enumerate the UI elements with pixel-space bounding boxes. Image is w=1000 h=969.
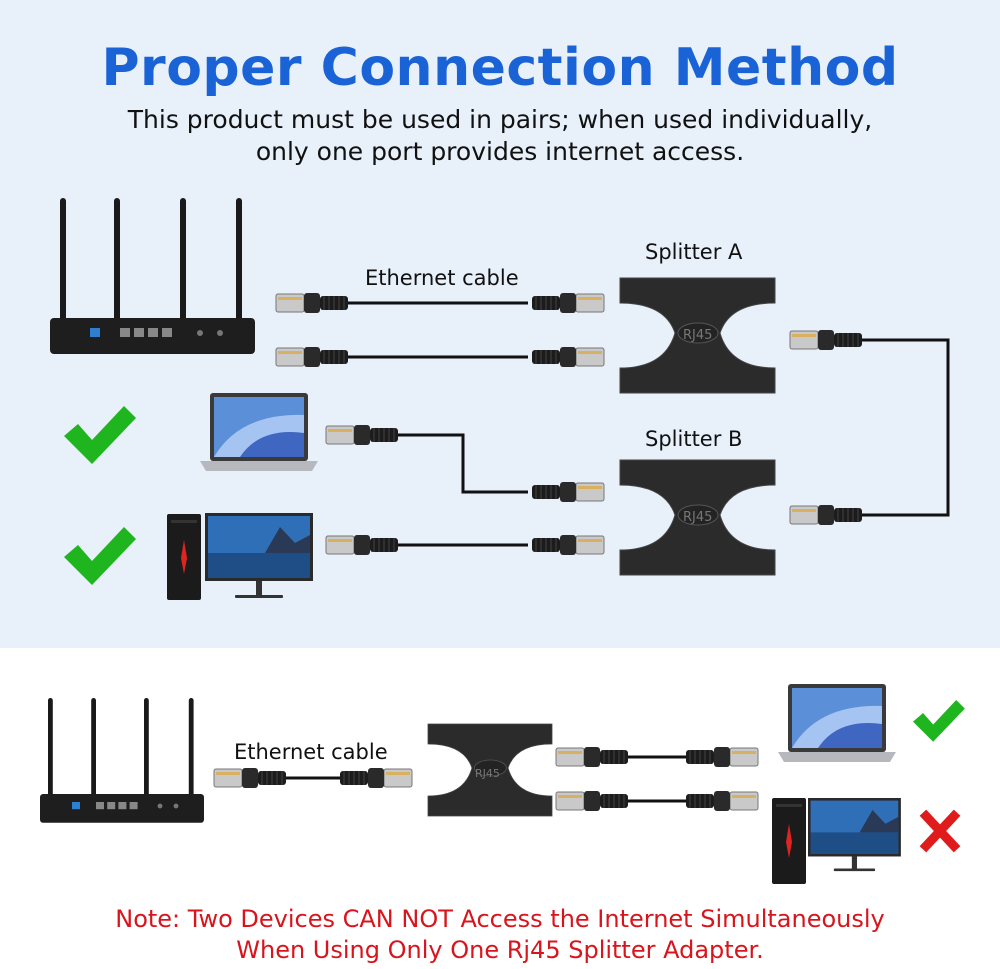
rj45-plug-icon xyxy=(555,790,629,812)
splitter-a-label: Splitter A xyxy=(645,240,743,264)
rj45-plug-icon xyxy=(531,534,605,556)
rj45-plug-icon xyxy=(685,790,759,812)
laptop-icon xyxy=(200,393,318,471)
monitor-icon xyxy=(808,798,901,872)
rj45-plug-icon xyxy=(275,292,349,314)
desktop-pc-icon xyxy=(167,514,201,600)
splitter-b-label: Splitter B xyxy=(645,427,743,451)
cross-icon xyxy=(919,809,961,853)
monitor-icon xyxy=(205,513,313,598)
ethernet-cable xyxy=(395,433,528,494)
check-icon xyxy=(64,406,136,464)
rj45-plug-icon xyxy=(789,329,863,351)
rj45-plug-icon xyxy=(685,746,759,768)
rj45-plug-icon xyxy=(339,767,413,789)
ethernet-cable-label-bottom: Ethernet cable xyxy=(234,740,388,764)
subtitle-line-2: only one port provides internet access. xyxy=(255,137,745,166)
note-line-1: Note: Two Devices CAN NOT Access the Int… xyxy=(115,905,885,933)
desktop-pc-icon xyxy=(772,798,806,884)
router-icon xyxy=(40,698,204,823)
rj45-plug-icon xyxy=(531,292,605,314)
splitter-b-rj45-mark: RJ45 xyxy=(683,510,713,525)
rj45-plug-icon xyxy=(531,346,605,368)
rj45-plug-icon xyxy=(555,746,629,768)
splitter-a-rj45-mark: RJ45 xyxy=(683,328,713,343)
rj45-plug-icon xyxy=(531,481,605,503)
check-icon xyxy=(64,527,136,585)
subtitle: This product must be used in pairs; when… xyxy=(0,104,1000,168)
note-line-2: When Using Only One Rj45 Splitter Adapte… xyxy=(236,936,764,964)
rj45-plug-icon xyxy=(789,504,863,526)
rj45-plug-icon xyxy=(325,534,399,556)
splitter-c-rj45-mark: RJ45 xyxy=(475,767,500,780)
check-icon xyxy=(913,700,965,742)
laptop-icon xyxy=(778,684,896,762)
ethernet-cable xyxy=(862,338,950,517)
router-icon xyxy=(50,198,255,354)
subtitle-line-1: This product must be used in pairs; when… xyxy=(127,105,873,134)
rj45-plug-icon xyxy=(275,346,349,368)
rj45-plug-icon xyxy=(213,767,287,789)
ethernet-cable-label-top: Ethernet cable xyxy=(365,266,519,290)
warning-note: Note: Two Devices CAN NOT Access the Int… xyxy=(0,904,1000,966)
page-title: Proper Connection Method xyxy=(101,38,899,98)
rj45-plug-icon xyxy=(325,424,399,446)
